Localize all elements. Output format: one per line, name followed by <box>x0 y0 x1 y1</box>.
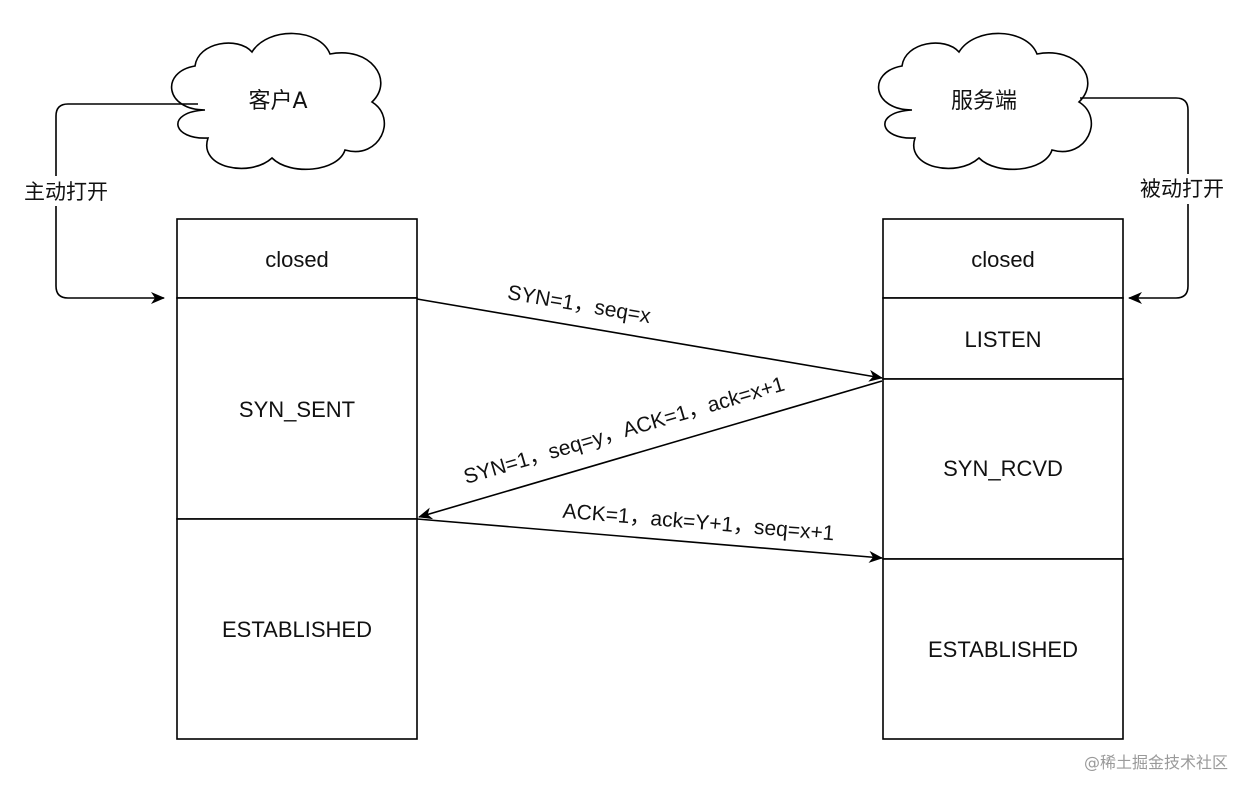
syn-message-label: SYN=1，seq=x <box>506 281 653 328</box>
client-cloud-shape <box>170 32 386 171</box>
server-state-syn-rcvd: SYN_RCVD <box>943 456 1063 481</box>
ack-message-label: ACK=1，ack=Y+1，seq=x+1 <box>562 500 836 546</box>
client-state-column: closed SYN_SENT ESTABLISHED <box>176 218 418 740</box>
server-state-closed: closed <box>971 247 1035 272</box>
syn-message-arrow <box>416 298 883 382</box>
client-state-established-box <box>176 518 418 740</box>
server-state-column: closed LISTEN SYN_RCVD ESTABLISHED <box>882 218 1124 740</box>
watermark-text: @稀土掘金技术社区 <box>1084 753 1228 772</box>
syn-ack-message-label: SYN=1，seq=y，ACK=1，ack=x+1 <box>461 373 787 489</box>
client-state-established: ESTABLISHED <box>222 617 372 642</box>
server-state-listen-box <box>882 297 1124 380</box>
passive-open-label-bg <box>1130 174 1236 204</box>
server-cloud-shape <box>877 32 1093 171</box>
syn-ack-message-arrow <box>418 380 883 520</box>
active-open-label: 主动打开 <box>24 180 108 204</box>
ack-message-arrow <box>416 518 883 563</box>
server-state-established-box <box>882 558 1124 740</box>
server-cloud-label: 服务端 <box>951 89 1017 114</box>
server-state-listen: LISTEN <box>964 327 1041 352</box>
client-cloud: 客户A <box>170 32 386 171</box>
active-open-label-bg <box>14 176 118 206</box>
server-state-established: ESTABLISHED <box>928 637 1078 662</box>
client-state-syn-sent: SYN_SENT <box>239 397 355 422</box>
server-cloud: 服务端 <box>877 32 1093 171</box>
client-state-closed: closed <box>265 247 329 272</box>
passive-open-label: 被动打开 <box>1140 177 1224 201</box>
server-state-syn-rcvd-box <box>882 378 1124 560</box>
client-cloud-label: 客户A <box>248 89 307 114</box>
